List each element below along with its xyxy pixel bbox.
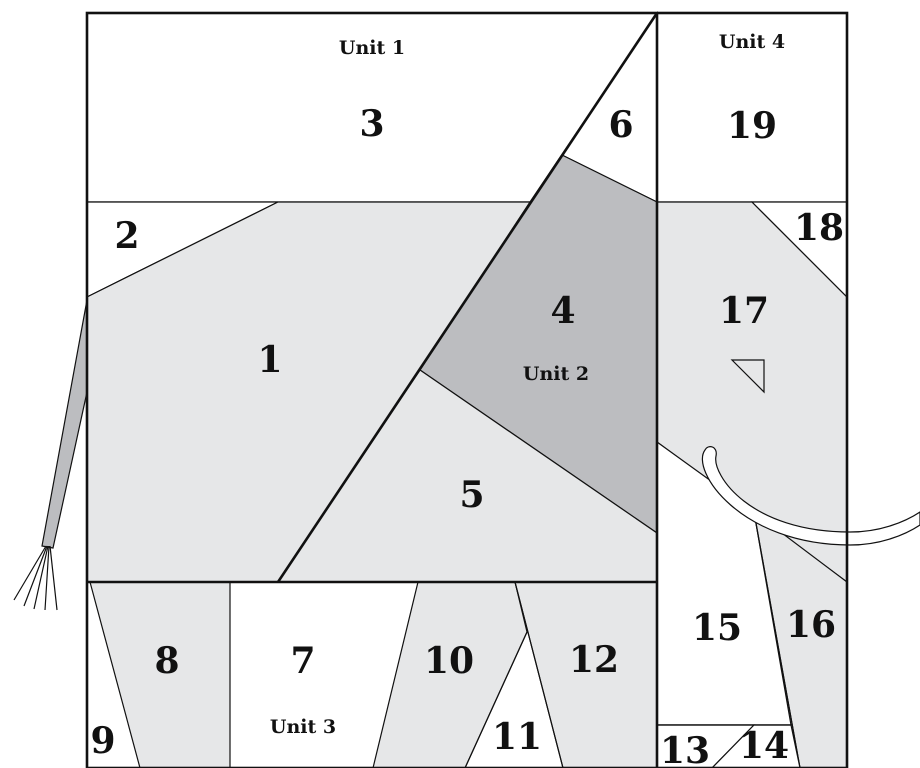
unit-3-label: Unit 3 [270, 716, 336, 738]
piece-9-label: 9 [90, 720, 115, 762]
unit-3-region [87, 581, 658, 768]
tail-tassel-1 [13, 545, 47, 601]
piece-17-label: 17 [719, 290, 769, 332]
tusk [701, 446, 920, 546]
unit-2-label: Unit 2 [523, 363, 589, 385]
leg-seam-right [514, 581, 564, 768]
piece-5-label: 5 [459, 474, 484, 516]
tail-shape [41, 299, 88, 549]
piece-14-label: 14 [739, 725, 789, 767]
eye-triangle [730, 359, 765, 394]
piece-6-label: 6 [608, 104, 633, 146]
unit-4-region [656, 12, 848, 768]
elephant-tail [13, 299, 88, 611]
tail-tassel-5 [49, 545, 58, 611]
piece-11-label: 11 [492, 716, 542, 758]
piece-13-label: 13 [660, 730, 710, 768]
piece-4-label: 4 [550, 290, 575, 332]
piece-10-label: 10 [424, 640, 474, 682]
piece-7-label: 7 [290, 640, 315, 682]
piece-12-label: 12 [569, 639, 619, 681]
piece-15-label: 15 [692, 607, 742, 649]
piece-19-label: 19 [727, 105, 777, 147]
piece-3-label: 3 [359, 103, 384, 145]
tail-tassel-3 [33, 545, 49, 610]
piece-18-label: 18 [794, 207, 844, 249]
tail-tassel-4 [44, 545, 50, 611]
unit-4-label: Unit 4 [719, 31, 785, 53]
unit-1-label: Unit 1 [339, 37, 405, 59]
piece-19-shape [656, 12, 848, 203]
piece-16-label: 16 [786, 604, 836, 646]
piece-8-label: 8 [154, 640, 179, 682]
outer-border [85, 11, 849, 768]
trunk-seam [753, 511, 801, 768]
tail-tassel-2 [23, 545, 48, 607]
piece-2-label: 2 [114, 215, 139, 257]
unit-1-region [86, 11, 659, 583]
unit-borders [85, 11, 849, 768]
diagonal-seam [276, 12, 659, 583]
piece-1-label: 1 [257, 339, 282, 381]
leg-seam-11 [464, 631, 528, 768]
